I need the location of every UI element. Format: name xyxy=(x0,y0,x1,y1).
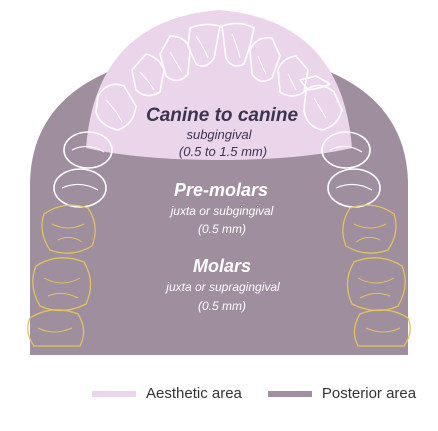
legend-swatch-aesthetic xyxy=(92,391,136,397)
anterior-subtitle: subgingival xyxy=(186,127,252,142)
anterior-title: Canine to canine xyxy=(146,105,298,126)
molars-title: Molars xyxy=(193,256,251,276)
molars-range: (0.5 mm) xyxy=(198,299,246,313)
legend-swatch-posterior xyxy=(268,391,312,397)
anterior-range: (0.5 to 1.5 mm) xyxy=(179,144,267,159)
premolars-title: Pre-molars xyxy=(174,180,268,200)
legend-label-posterior: Posterior area xyxy=(322,385,416,402)
molars-subtitle: juxta or supragingival xyxy=(164,280,280,294)
premolars-range: (0.5 mm) xyxy=(198,222,246,236)
premolars-subtitle: juxta or subgingival xyxy=(169,204,274,218)
legend: Aesthetic area Posterior area xyxy=(92,385,438,402)
legend-label-aesthetic: Aesthetic area xyxy=(146,385,242,402)
